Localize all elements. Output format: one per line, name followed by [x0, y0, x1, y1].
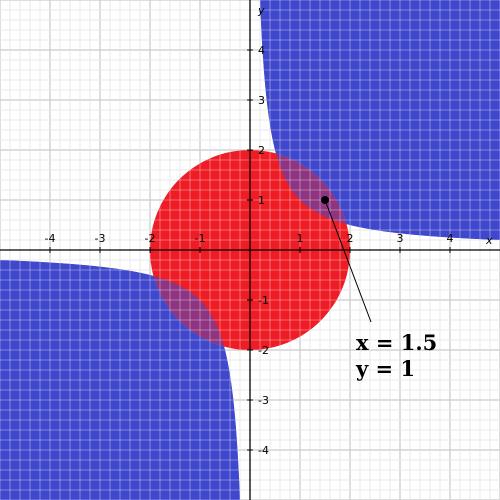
y-tick-label: -1	[258, 294, 269, 307]
x-tick-label: -1	[195, 232, 206, 245]
leader-line	[324, 199, 372, 323]
y-tick-label: -3	[258, 394, 269, 407]
annotation-line-1: x = 1.5	[356, 330, 437, 355]
data-point	[321, 196, 329, 204]
annotation-line-2: y = 1	[355, 356, 415, 381]
y-tick-label: 4	[258, 44, 265, 57]
points	[321, 196, 372, 323]
ticks: -4 -3 -2 -1 1 2 3 4 4 3 2 1 -1 -2 -3 -4 x y	[45, 4, 493, 457]
hyperbola-region-upper-solid	[260, 0, 500, 240]
x-tick-label: 1	[297, 232, 304, 245]
y-tick-label: 1	[258, 194, 265, 207]
y-tick-label: -4	[258, 444, 269, 457]
y-tick-label: -2	[258, 344, 269, 357]
hyperbola-region-lower-solid	[0, 260, 240, 500]
x-tick-label: -3	[95, 232, 106, 245]
x-tick-label: 4	[447, 232, 454, 245]
y-axis-label: y	[257, 4, 265, 17]
x-tick-label: 3	[397, 232, 404, 245]
y-tick-label: 3	[258, 94, 265, 107]
x-tick-label: 2	[347, 232, 354, 245]
x-axis-label: x	[485, 234, 493, 247]
y-tick-label: 2	[258, 144, 265, 157]
x-tick-label: -4	[45, 232, 56, 245]
x-tick-label: -2	[145, 232, 156, 245]
